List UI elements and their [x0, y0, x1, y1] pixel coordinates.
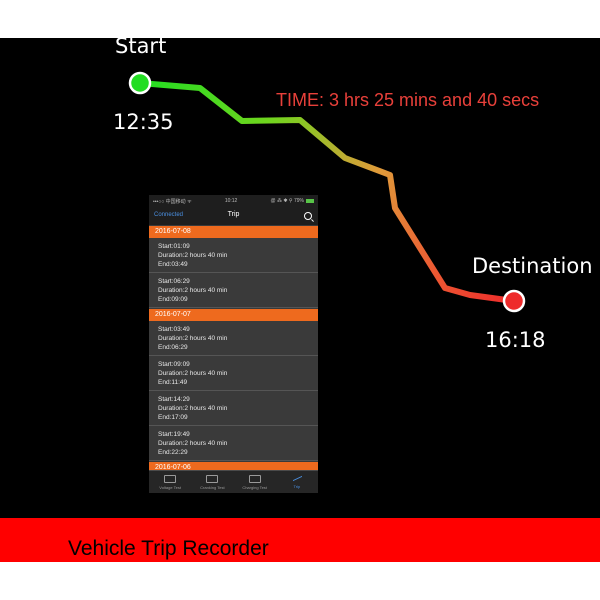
- trip-illustration: Start 12:35 Destination 16:18 TIME: 3 hr…: [0, 38, 600, 518]
- tab-label: Voltage Test: [159, 484, 181, 490]
- tab-cranking-test[interactable]: Cranking Test: [191, 471, 233, 493]
- route-line: [128, 71, 526, 313]
- destination-marker: [502, 289, 526, 313]
- trip-start: Start:06:29: [158, 278, 190, 285]
- battery-icon: [164, 474, 177, 483]
- trip-start: Start:09:09: [158, 361, 190, 368]
- tab-label: Cranking Test: [200, 484, 225, 490]
- trip-start: Start:19:49: [158, 431, 190, 438]
- date-header: 2016-07-08: [149, 226, 318, 238]
- nav-bar: Connected Trip: [149, 207, 318, 225]
- trip-duration: Duration:2 hours 40 min: [158, 252, 228, 259]
- trip-duration: Duration:2 hours 40 min: [158, 440, 228, 447]
- start-marker: [128, 71, 152, 95]
- destination-time: 16:18: [485, 328, 546, 352]
- trip-end: End:06:29: [158, 344, 188, 351]
- trip-end: End:09:09: [158, 296, 188, 303]
- start-time: 12:35: [113, 110, 174, 134]
- trip-item[interactable]: Start:03:49 Duration:2 hours 40 min End:…: [149, 321, 318, 356]
- banner-title: Vehicle Trip Recorder: [68, 537, 269, 560]
- page-title: Trip: [227, 211, 240, 218]
- trip-item[interactable]: Start:14:29 Duration:2 hours 40 min End:…: [149, 391, 318, 426]
- trip-duration-text: TIME: 3 hrs 25 mins and 40 secs: [276, 90, 540, 110]
- tab-trip[interactable]: Trip: [276, 471, 318, 493]
- trip-end: End:22:29: [158, 449, 188, 456]
- date-header: 2016-07-07: [149, 309, 318, 321]
- tab-label: Charging Test: [242, 484, 267, 490]
- trip-line-icon: [292, 475, 302, 482]
- trip-start: Start:14:29: [158, 396, 190, 403]
- trip-start: Start:01:09: [158, 243, 190, 250]
- trip-list[interactable]: 2016-07-08 Start:01:09 Duration:2 hours …: [149, 225, 318, 474]
- trip-end: End:17:09: [158, 414, 188, 421]
- search-icon[interactable]: [304, 212, 312, 220]
- trip-end: End:03:49: [158, 261, 188, 268]
- trip-item[interactable]: Start:09:09 Duration:2 hours 40 min End:…: [149, 356, 318, 391]
- trip-item[interactable]: Start:19:49 Duration:2 hours 40 min End:…: [149, 426, 318, 461]
- tab-label: Trip: [293, 484, 301, 489]
- status-right: @ ⁂ ✱ ⚲ 79%: [271, 198, 314, 204]
- start-label: Start: [115, 38, 167, 58]
- route-path: [137, 80, 517, 304]
- battery-icon: [306, 198, 314, 203]
- trip-end: End:11:49: [158, 379, 188, 386]
- destination-label: Destination: [472, 254, 593, 278]
- tab-charging-test[interactable]: Charging Test: [234, 471, 276, 493]
- carrier-signal: •••○○ 中国移动 ᯤ: [153, 198, 192, 205]
- tab-voltage-test[interactable]: Voltage Test: [149, 471, 191, 493]
- status-time: 10:12: [224, 198, 238, 204]
- back-button[interactable]: Connected: [154, 212, 184, 218]
- tab-bar: Voltage Test Cranking Test Charging Test…: [149, 470, 318, 493]
- title-banner: Vehicle Trip Recorder: [0, 518, 600, 562]
- plug-icon: [248, 474, 261, 483]
- trip-item[interactable]: Start:01:09 Duration:2 hours 40 min End:…: [149, 238, 318, 273]
- trip-start: Start:03:49: [158, 326, 190, 333]
- trip-duration: Duration:2 hours 40 min: [158, 335, 228, 342]
- trip-duration: Duration:2 hours 40 min: [158, 287, 228, 294]
- phone-screenshot: •••○○ 中国移动 ᯤ 10:12 @ ⁂ ✱ ⚲ 79% Connected…: [149, 195, 318, 493]
- car-icon: [206, 474, 219, 483]
- trip-duration: Duration:2 hours 40 min: [158, 370, 228, 377]
- status-bar: •••○○ 中国移动 ᯤ 10:12 @ ⁂ ✱ ⚲ 79%: [149, 195, 318, 207]
- trip-item[interactable]: Start:06:29 Duration:2 hours 40 min End:…: [149, 273, 318, 308]
- trip-duration: Duration:2 hours 40 min: [158, 405, 228, 412]
